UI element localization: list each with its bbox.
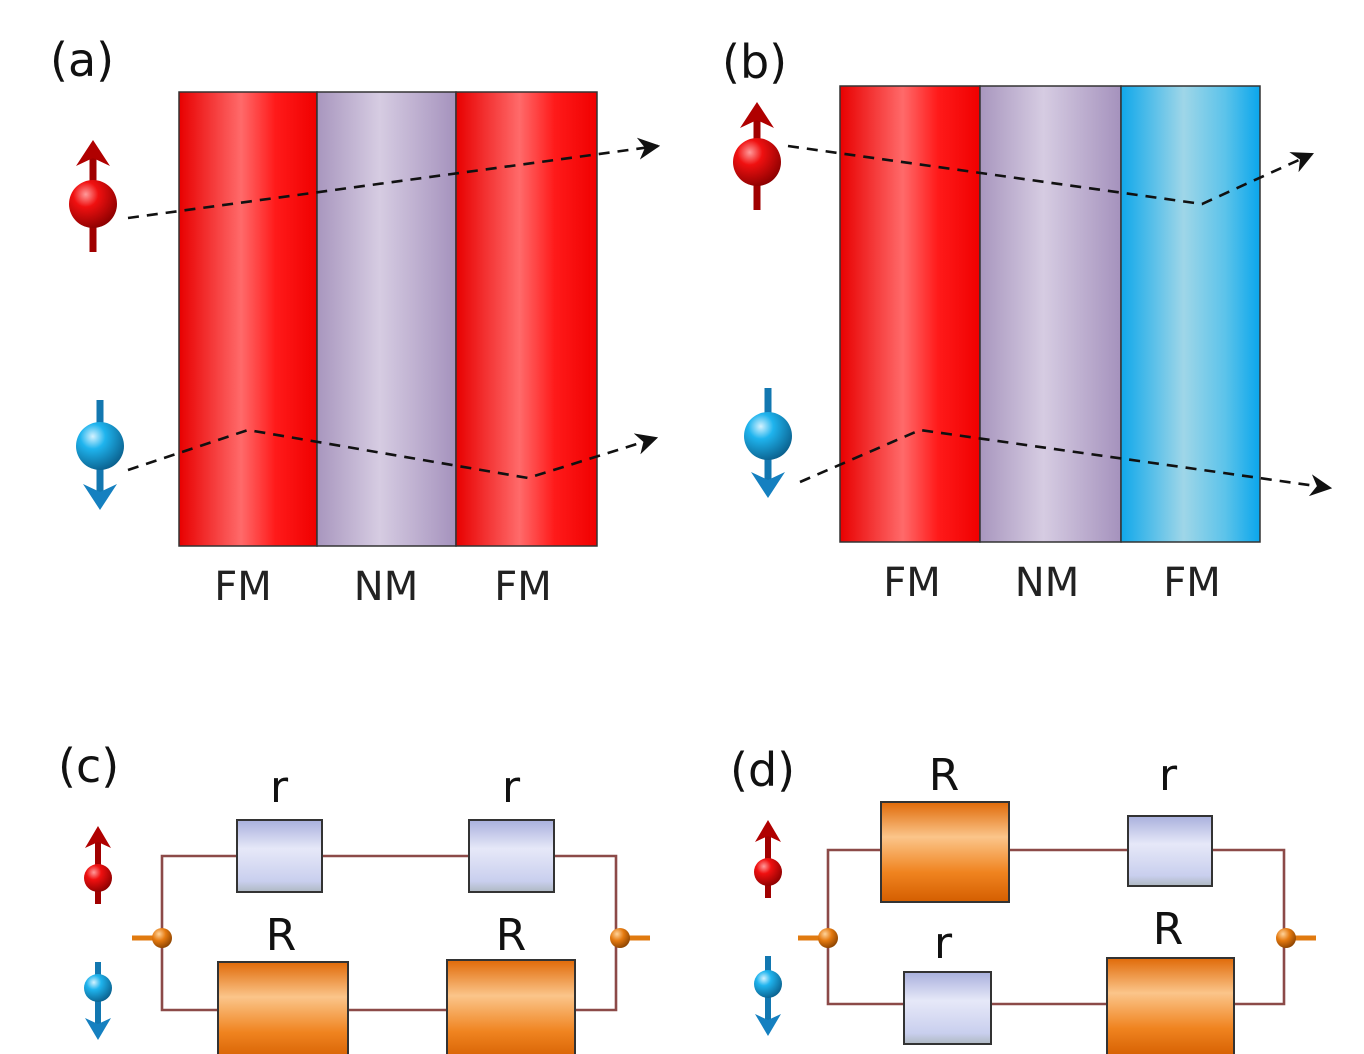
panel-c-resistor-bottom-1 bbox=[217, 961, 349, 1054]
panel-c-label: (c) bbox=[58, 739, 119, 793]
panel-b-spin-up-path bbox=[787, 144, 1315, 206]
panel-b-ferromagnet-2 bbox=[1120, 85, 1261, 543]
panel-c-node-left bbox=[152, 928, 172, 948]
panel-b-layer-label-3: FM bbox=[1163, 560, 1221, 606]
panel-d-resistor-top-label-2: r bbox=[1159, 750, 1178, 801]
panel-c-resistor-bottom-label-1: R bbox=[266, 910, 297, 961]
panel-c-resistor-top-2 bbox=[468, 819, 555, 893]
panel-a-layer-label-2: NM bbox=[354, 564, 418, 610]
panel-a-layer-label-1: FM bbox=[214, 564, 272, 610]
panel-c-resistor-bottom-2 bbox=[446, 959, 576, 1054]
panel-b-ferromagnet-1 bbox=[839, 85, 981, 543]
spin-down-electron-icon bbox=[84, 962, 112, 1040]
panel-c-resistor-top-label-2: r bbox=[502, 762, 521, 813]
spin-up-electron-icon bbox=[84, 826, 112, 904]
panel-a-ferromagnet-1 bbox=[178, 91, 318, 547]
panel-d: (d) R r r R bbox=[730, 743, 1316, 1054]
panel-b: (b) FM NM FM bbox=[722, 35, 1333, 606]
panel-a-nonmagnet bbox=[316, 91, 457, 547]
panel-c: (c) r r R R bbox=[58, 739, 650, 1054]
panel-b-label: (b) bbox=[722, 35, 787, 89]
panel-a-label: (a) bbox=[50, 33, 114, 87]
panel-c-resistor-top-1 bbox=[236, 819, 323, 893]
spin-down-electron-icon bbox=[754, 956, 782, 1036]
spin-up-electron-icon bbox=[733, 102, 781, 210]
panel-d-resistor-top-label-1: R bbox=[929, 750, 960, 801]
panel-d-resistor-bottom-label-2: R bbox=[1153, 904, 1184, 955]
panel-d-resistor-top-2 bbox=[1127, 815, 1213, 887]
panel-a-spin-up-path bbox=[127, 137, 661, 220]
panel-d-node-left bbox=[818, 928, 838, 948]
panel-a: (a) FM NM FM bbox=[50, 33, 661, 610]
panel-d-node-right bbox=[1276, 928, 1296, 948]
panel-c-resistor-top-label-1: r bbox=[270, 762, 289, 813]
panel-c-bottom-wire bbox=[160, 938, 618, 1012]
panel-d-resistor-bottom-label-1: r bbox=[934, 918, 953, 969]
spin-down-electron-icon bbox=[76, 400, 124, 510]
panel-c-node-right bbox=[610, 928, 630, 948]
panel-d-label: (d) bbox=[730, 743, 795, 797]
panel-d-resistor-bottom-1 bbox=[903, 971, 992, 1045]
spin-up-electron-icon bbox=[69, 140, 117, 252]
panel-a-spin-down-path bbox=[127, 428, 659, 480]
panel-d-resistor-bottom-2 bbox=[1106, 957, 1235, 1054]
panel-c-top-wire bbox=[160, 854, 618, 938]
panel-d-resistor-top-1 bbox=[880, 801, 1010, 903]
panel-a-layer-label-3: FM bbox=[494, 564, 552, 610]
panel-d-bottom-wire bbox=[826, 938, 1286, 1006]
panel-b-nonmagnet bbox=[979, 85, 1122, 543]
panel-b-layer-label-1: FM bbox=[883, 560, 941, 606]
panel-b-spin-down-path bbox=[799, 428, 1333, 497]
panel-b-layer-label-2: NM bbox=[1015, 560, 1079, 606]
panel-d-top-wire bbox=[826, 848, 1286, 938]
panel-c-resistor-bottom-label-2: R bbox=[496, 910, 527, 961]
spin-down-electron-icon bbox=[744, 388, 792, 498]
spin-up-electron-icon bbox=[754, 820, 782, 898]
